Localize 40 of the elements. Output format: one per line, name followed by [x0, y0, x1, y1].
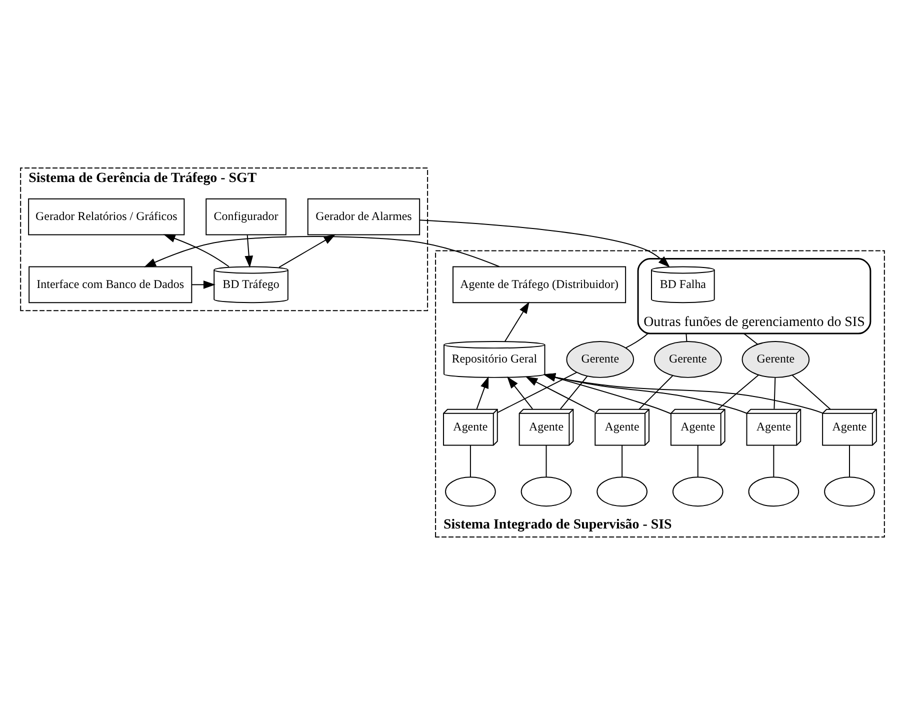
- connector: [546, 444, 547, 477]
- arrow: [526, 376, 596, 412]
- connector: [697, 444, 698, 477]
- arrow: [244, 234, 254, 268]
- node-box: Configurador: [206, 198, 286, 235]
- connector: [773, 444, 774, 477]
- connector: [743, 332, 758, 344]
- connector: [497, 371, 578, 412]
- node-ellipse: [596, 476, 648, 506]
- connector: [686, 332, 688, 342]
- node-ellipse: [672, 476, 724, 506]
- connector: [638, 374, 674, 410]
- arrow: [476, 376, 489, 409]
- node-ellipse: [445, 476, 496, 506]
- connector: [622, 444, 623, 477]
- arrow: [163, 234, 230, 267]
- connector: [774, 376, 776, 409]
- connector: [718, 374, 759, 410]
- arrow: [504, 301, 530, 342]
- node-box: Interface com Banco de Dados: [28, 266, 192, 303]
- arrow: [543, 372, 748, 414]
- arrow: [543, 372, 824, 414]
- node-ellipse: [824, 476, 875, 506]
- node-box: Gerador de Alarmes: [307, 198, 420, 235]
- arrow: [191, 280, 216, 288]
- connector: [470, 444, 471, 477]
- node-box: Agente de Tráfego (Distribuidor): [452, 266, 626, 303]
- node-ellipse: Gerente: [654, 340, 722, 378]
- arrow: [419, 219, 670, 268]
- arrow: [507, 376, 534, 409]
- node-ellipse: Gerente: [742, 340, 810, 378]
- node-ellipse: [748, 476, 800, 506]
- connector: [849, 444, 850, 477]
- connector: [560, 375, 588, 409]
- node-ellipse: [520, 476, 572, 506]
- arrow: [543, 372, 672, 414]
- node-box: Gerador Relatórios / Gráficos: [28, 198, 185, 235]
- node-ellipse: Gerente: [566, 340, 634, 378]
- connector: [792, 374, 831, 410]
- connector: [625, 332, 648, 348]
